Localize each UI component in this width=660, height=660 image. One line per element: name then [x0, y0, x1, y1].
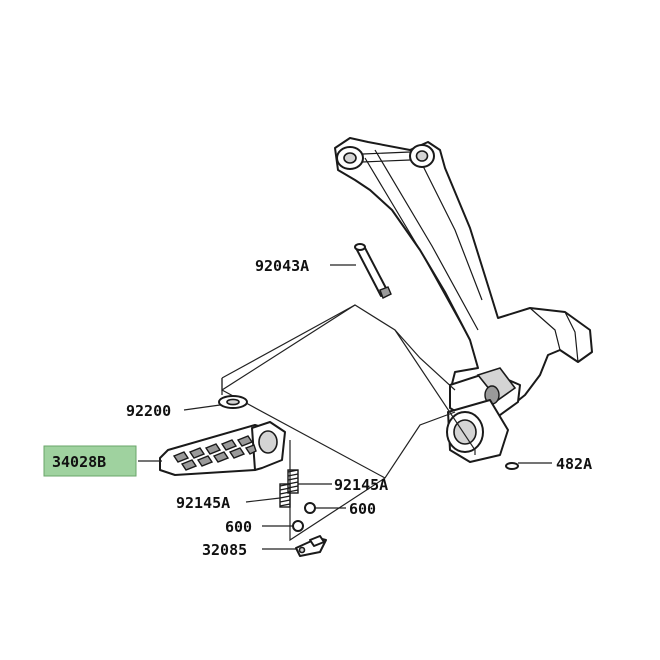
footrest-bracket — [334, 137, 593, 463]
spring-right — [287, 469, 299, 494]
label-92145a-right[interactable]: 92145A — [334, 476, 388, 494]
label-32085[interactable]: 32085 — [202, 541, 247, 559]
label-92145a-left[interactable]: 92145A — [176, 494, 230, 512]
highlight-box — [43, 445, 137, 477]
ball-left — [292, 520, 304, 532]
label-600-left[interactable]: 600 — [225, 518, 252, 536]
label-34028b[interactable]: 34028B — [52, 453, 106, 471]
label-482a[interactable]: 482A — [556, 455, 592, 473]
snap-ring — [505, 462, 519, 470]
washer — [218, 395, 248, 409]
detent-plate — [295, 535, 327, 557]
label-leaders — [138, 264, 552, 550]
label-600-right[interactable]: 600 — [349, 500, 376, 518]
footrest-peg — [159, 421, 286, 476]
label-92043a[interactable]: 92043A — [255, 257, 309, 275]
pivot-pin — [354, 243, 392, 299]
ball-right — [304, 502, 316, 514]
label-92200[interactable]: 92200 — [126, 402, 171, 420]
spring-left — [279, 483, 291, 508]
tread-pattern — [172, 435, 257, 471]
